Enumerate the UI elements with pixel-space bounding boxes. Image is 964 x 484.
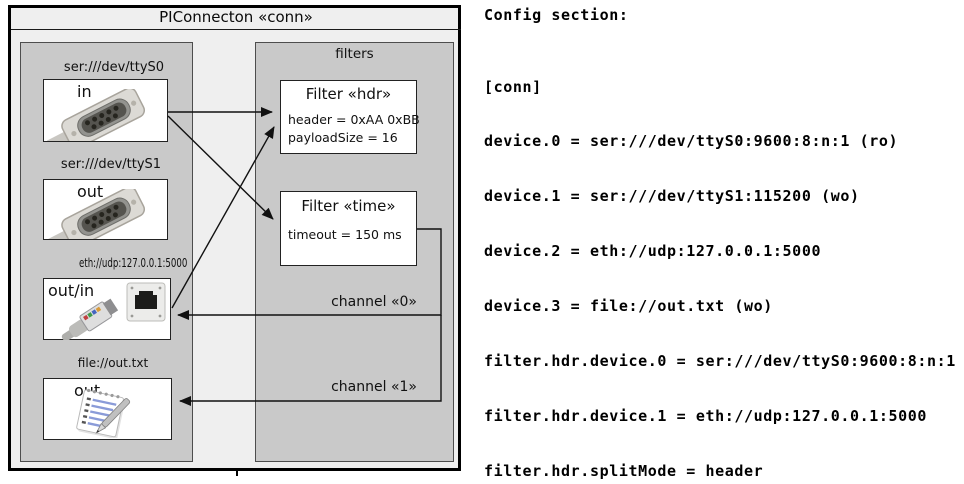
device-label-file: file://out.txt: [77, 356, 149, 370]
pen-icon: [95, 398, 131, 434]
filter-hdr-attr-payloadsize: payloadSize = 16: [288, 130, 398, 145]
config-heading: Config section:: [484, 6, 629, 24]
device-node-file: out: [43, 378, 172, 440]
config-line: [conn]: [484, 77, 542, 96]
ethernet-connector-icon: [61, 298, 119, 340]
config-section-text: [conn] device.0 = ser:///dev/ttyS0:9600:…: [484, 41, 964, 484]
filter-hdr-attr-header: header = 0xAA 0xBB: [288, 112, 420, 127]
device-node-eth: out/in: [43, 278, 171, 340]
device-label-ttys0: ser:///dev/ttyS0: [63, 60, 165, 75]
serial-connector-icon: [47, 89, 146, 141]
diagram-title: PIConnecton «conn»: [159, 8, 313, 26]
filter-hdr-box: Filter «hdr» header = 0xAA 0xBB payloadS…: [280, 80, 420, 154]
device-direction: out: [77, 182, 104, 201]
ethernet-jack-icon: [126, 282, 166, 322]
config-line: filter.hdr.device.1 = eth://udp:127.0.0.…: [484, 406, 928, 425]
device-label-eth: eth://udp:127.0.0.1:5000: [79, 256, 188, 270]
config-line: device.2 = eth://udp:127.0.0.1:5000: [484, 242, 822, 261]
device-direction: in: [77, 82, 92, 101]
config-line: filter.hdr.splitMode = header: [484, 461, 764, 480]
config-line: filter.hdr.device.0 = ser:///dev/ttyS0:9…: [484, 352, 956, 371]
device-label-ttys1: ser:///dev/ttyS1: [60, 157, 162, 172]
device-node-ttys1: out: [43, 179, 168, 240]
config-line: device.1 = ser:///dev/ttyS1:115200 (wo): [484, 187, 860, 206]
channel-0-label: channel «0»: [331, 294, 417, 310]
bottom-border-tick: [236, 470, 238, 476]
filter-hdr-title: Filter «hdr»: [305, 85, 392, 103]
title-separator: [11, 29, 461, 30]
serial-connector-icon: [47, 189, 146, 239]
filters-title: filters: [335, 46, 374, 62]
config-line: device.0 = ser:///dev/ttyS0:9600:8:n:1 (…: [484, 132, 899, 151]
filter-time-title: Filter «time»: [301, 197, 396, 215]
channel-1-label: channel «1»: [331, 379, 417, 395]
device-direction: out/in: [48, 281, 95, 300]
config-line: device.3 = file://out.txt (wo): [484, 297, 773, 316]
filter-time-attr-timeout: timeout = 150 ms: [288, 227, 402, 242]
filter-time-box: Filter «time» timeout = 150 ms: [280, 191, 417, 266]
device-node-ttys0: in: [43, 79, 168, 142]
notepad-icon: [76, 388, 131, 438]
